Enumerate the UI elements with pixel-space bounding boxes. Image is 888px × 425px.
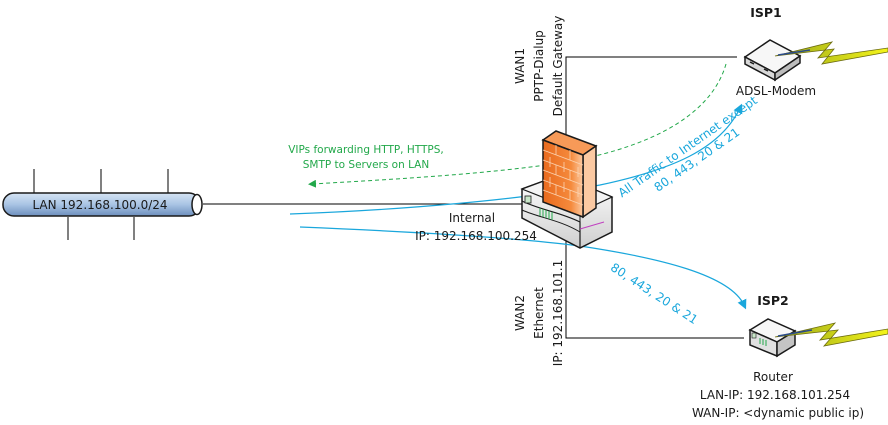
firewall-icon xyxy=(520,130,614,249)
wan1-role: Default Gateway xyxy=(551,16,565,117)
wan2-ip: IP: 192.168.101.1 xyxy=(551,260,565,366)
lan-drop-lines xyxy=(33,169,169,240)
lan-segment: LAN 192.168.100.0/24 xyxy=(2,192,203,217)
wan1-link-line xyxy=(565,56,737,140)
router-icon xyxy=(748,318,797,358)
isp2-title: ISP2 xyxy=(757,293,789,308)
lan-label: LAN 192.168.100.0/24 xyxy=(32,198,167,212)
isp1-title: ISP1 xyxy=(750,5,782,20)
isp1-flow-labels: All Traffic to Internet except 80, 443, … xyxy=(616,93,760,200)
vip-flow-label-line1: VIPs forwarding HTTP, HTTPS, xyxy=(288,144,444,156)
isp2-flow-label: 80, 443, 20 & 21 xyxy=(608,260,700,327)
isp2-wireless-link-icon xyxy=(774,322,888,347)
wan1-name: WAN1 xyxy=(513,48,527,84)
isp2-device-label: Router xyxy=(753,370,793,384)
isp1-device-label: ADSL-Modem xyxy=(736,84,816,98)
adsl-modem-icon xyxy=(743,39,802,82)
isp2-flow-labels: 80, 443, 20 & 21 xyxy=(608,260,700,327)
internal-interface-ip: IP: 192.168.100.254 xyxy=(415,229,537,243)
isp2-wan-ip: WAN-IP: <dynamic public ip) xyxy=(692,406,864,420)
isp1-wireless-link-icon xyxy=(774,41,888,65)
wan2-link-line xyxy=(565,240,744,339)
vip-flow-label-line2: SMTP to Servers on LAN xyxy=(303,159,429,171)
wan1-labels: WAN1 PPTP-Dialup Default Gateway xyxy=(513,16,565,117)
isp1-flow-label-line1: All Traffic to Internet except xyxy=(616,93,760,200)
wan2-labels: WAN2 Ethernet IP: 192.168.101.1 xyxy=(513,260,565,366)
wan1-type: PPTP-Dialup xyxy=(532,30,546,102)
internal-interface-label: Internal xyxy=(449,211,495,225)
wan2-type: Ethernet xyxy=(532,287,546,339)
wan2-name: WAN2 xyxy=(513,295,527,331)
isp2-lan-ip: LAN-IP: 192.168.101.254 xyxy=(700,388,850,402)
